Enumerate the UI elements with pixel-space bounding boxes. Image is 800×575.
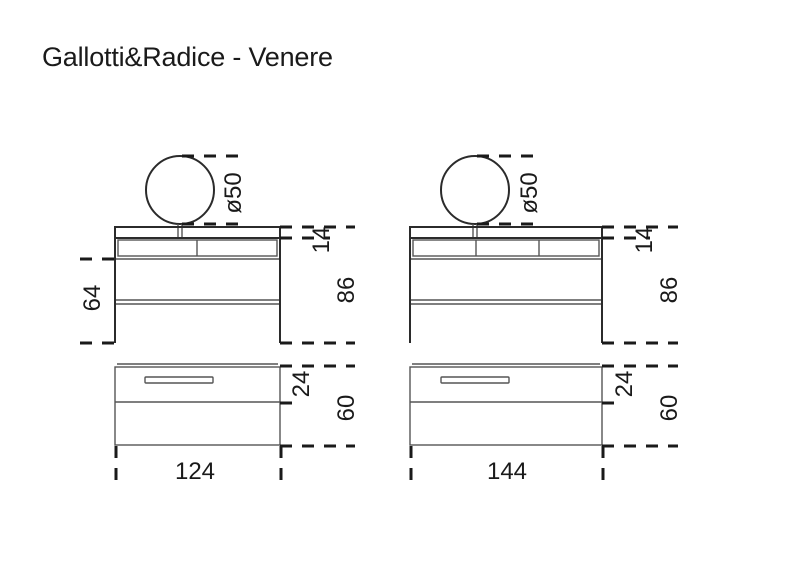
leg-height-label: 64 — [79, 285, 106, 312]
mirror-circle — [440, 155, 510, 225]
top-slab — [114, 226, 281, 239]
mirror-diameter-label: ø50 — [220, 172, 247, 213]
unit-124-plan — [114, 363, 355, 482]
drawer-handle — [144, 376, 214, 384]
mirror-circle — [145, 155, 215, 225]
total-height-label: 86 — [333, 277, 360, 304]
top-slab — [409, 226, 603, 239]
width-label: 124 — [175, 458, 215, 485]
drawer-depth-label: 24 — [288, 371, 315, 398]
unit-124-dimensions — [80, 154, 355, 345]
drawer-depth-label: 24 — [611, 371, 638, 398]
top-thickness-label: 14 — [631, 227, 658, 254]
drawer-handle — [440, 376, 510, 384]
depth-label: 60 — [656, 395, 683, 422]
page-title: Gallotti&Radice - Venere — [42, 42, 333, 72]
unit-124-elevation — [114, 155, 281, 343]
depth-label: 60 — [333, 395, 360, 422]
total-height-label: 86 — [656, 277, 683, 304]
unit-144-plan — [409, 363, 678, 482]
unit-144-dimensions — [477, 154, 678, 345]
top-thickness-label: 14 — [308, 227, 335, 254]
drawer-row — [412, 239, 600, 257]
unit-144-elevation — [409, 155, 603, 343]
plan-outline — [409, 366, 603, 446]
plan-outline — [114, 366, 281, 446]
mirror-diameter-label: ø50 — [516, 172, 543, 213]
width-label: 144 — [487, 458, 527, 485]
